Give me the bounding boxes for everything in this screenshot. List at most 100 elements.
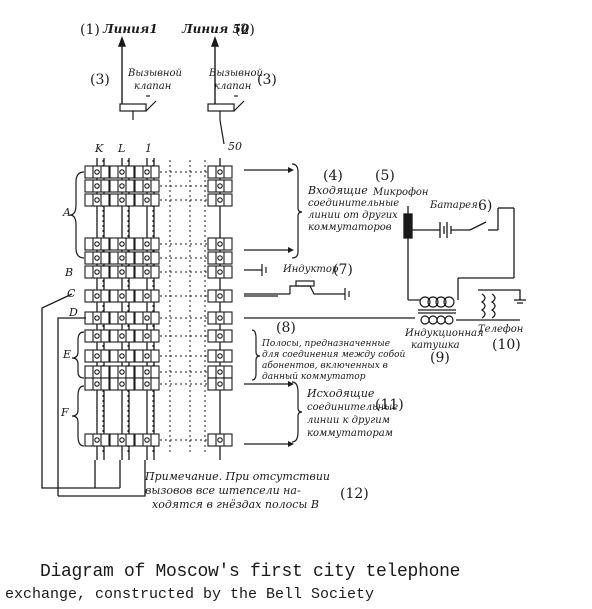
row-label-e: E [62, 348, 71, 361]
note-line3: ходятся в гнёздах полосы В [152, 498, 319, 511]
jack [109, 251, 135, 265]
microphone-label: Микрофон [372, 187, 429, 198]
cord-loop-wire [41, 293, 146, 497]
call-valve-50-line2: клапан [214, 81, 251, 92]
strips-line1: Полосы, предназначенные [261, 339, 390, 349]
caption-line-1: Diagram of Moscow's first city telephone [40, 562, 461, 582]
jack [109, 365, 135, 379]
jack [109, 265, 135, 279]
jack [84, 365, 110, 379]
jack-grid [84, 165, 233, 447]
callout-2: (2) [235, 22, 255, 38]
jack [84, 349, 110, 363]
jack [207, 349, 233, 363]
telephone-exchange-diagram: (1) Линия1 Линия 50 (2) (3) Вызывной кла… [41, 22, 526, 511]
jack [109, 289, 135, 303]
column-50-label: 50 [228, 140, 242, 153]
strips-line2: для соединения между собой [262, 349, 406, 360]
strips-line4: данный коммутатор [262, 372, 366, 382]
callout-6: 6) [478, 198, 492, 214]
jack [207, 193, 233, 207]
jack [134, 165, 160, 179]
call-valves [119, 95, 245, 145]
jack [134, 193, 160, 207]
jack [84, 237, 110, 251]
vertical-buses [96, 158, 221, 460]
row-label-c: C [67, 287, 76, 300]
incoming-line2: соединительные [308, 198, 399, 209]
jack [134, 251, 160, 265]
jack [207, 289, 233, 303]
jack [134, 265, 160, 279]
jack [134, 311, 160, 325]
row-label-d: D [68, 306, 78, 319]
jack [134, 179, 160, 193]
induction-coil-label-1: Индукционная [404, 328, 484, 339]
jack [84, 289, 110, 303]
jack [109, 179, 135, 193]
call-valve-1-line2: клапан [134, 81, 171, 92]
jack [134, 349, 160, 363]
callout-9: (9) [430, 350, 450, 366]
incoming-line1: Входящие [307, 184, 368, 197]
jack [207, 377, 233, 391]
jack [109, 349, 135, 363]
column-l-label: L [117, 142, 125, 155]
caption-line-2: exchange, constructed by the Bell Societ… [5, 586, 375, 603]
row-label-f: F [60, 406, 69, 419]
jack [84, 433, 110, 447]
microphone-battery-circuit [403, 206, 515, 300]
inductor-wiring [244, 264, 415, 319]
outgoing-line1: Исходящие [306, 387, 375, 400]
jack [109, 329, 135, 343]
jack [134, 433, 160, 447]
incoming-line4: коммутаторов [308, 222, 392, 233]
callout-12: (12) [340, 486, 369, 502]
telephone-receiver [478, 289, 526, 321]
jack [207, 179, 233, 193]
jack [109, 193, 135, 207]
battery-label: Батарея [429, 200, 478, 211]
callout-3a: (3) [90, 72, 110, 88]
outgoing-line3: линии к другим [307, 415, 390, 426]
strips-line3: абонентов, включенных в [262, 360, 388, 371]
jack [207, 237, 233, 251]
line-arrows [117, 36, 220, 104]
inductor-label: Индуктор [282, 264, 339, 275]
jack [84, 251, 110, 265]
jack [84, 165, 110, 179]
right-brackets [244, 163, 303, 445]
jack [134, 365, 160, 379]
callout-11: (11) [375, 397, 404, 413]
jack [84, 265, 110, 279]
dotted-connections [102, 160, 214, 455]
callout-10: (10) [492, 337, 521, 353]
line-1-label: Линия1 [102, 22, 158, 36]
call-valve-50-line1: Вызывной [208, 68, 263, 79]
jack [84, 329, 110, 343]
jack [84, 311, 110, 325]
callout-3b: (3) [257, 72, 277, 88]
callout-5: (5) [375, 168, 395, 184]
jack [207, 251, 233, 265]
left-brackets [69, 171, 85, 447]
column-1-label: 1 [145, 142, 152, 155]
callout-8: (8) [276, 320, 296, 336]
callout-7: (7) [333, 262, 353, 278]
incoming-line3: линии от других [308, 210, 398, 221]
jack [84, 179, 110, 193]
note-line1: Примечание. При отсутствии [144, 470, 330, 483]
jack [207, 265, 233, 279]
jack [207, 365, 233, 379]
jack [109, 377, 135, 391]
jack [207, 329, 233, 343]
row-label-a: A [62, 206, 71, 219]
line-50-label: Линия 50 [181, 22, 250, 36]
note-line2: вызовов все штепсели на- [145, 484, 301, 497]
callout-1: (1) [80, 22, 100, 38]
jack [207, 433, 233, 447]
row-label-b: B [64, 266, 73, 279]
outgoing-line4: коммутаторам [307, 428, 393, 439]
induction-coil-label-2: катушка [411, 340, 460, 351]
column-k-label: K [94, 142, 104, 155]
